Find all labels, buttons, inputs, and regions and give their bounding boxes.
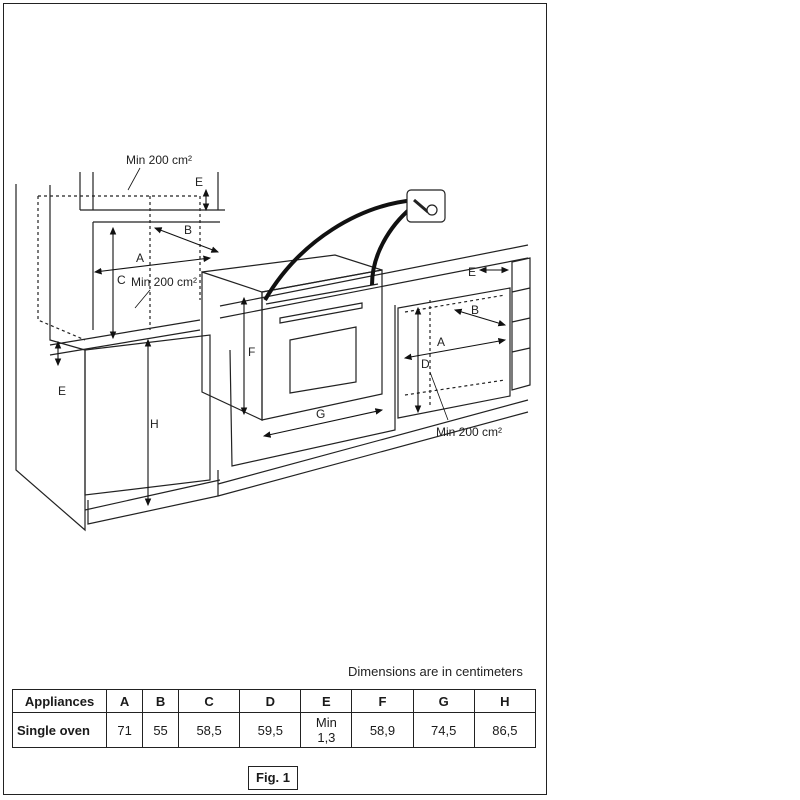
header-b: B (142, 689, 180, 713)
central-cabinet (229, 305, 396, 467)
left-upper-dashed (37, 195, 201, 341)
left-niche-box (92, 221, 220, 330)
right-niche (397, 287, 511, 419)
dim-arrow-g (262, 408, 384, 438)
screw-icon (406, 189, 446, 223)
label-f: F (248, 345, 255, 359)
left-cabinet-outline (15, 184, 86, 532)
header-h: H (473, 689, 537, 713)
lower-left-cabinet (84, 334, 221, 525)
table-header-row: Appliances A B C D E F G H (11, 689, 537, 713)
cell-e-line1: Min (315, 715, 337, 730)
right-niche-dashed (404, 294, 506, 408)
label-min-area-top: Min 200 cm² (126, 153, 192, 167)
cell-a: 71 (106, 712, 144, 748)
cell-d: 59,5 (239, 712, 302, 748)
page-frame (3, 3, 547, 795)
label-min-area-right: Min 200 cm² (436, 425, 502, 439)
label-a-left: A (136, 251, 144, 265)
label-e-right: E (468, 265, 476, 279)
header-d: D (239, 689, 302, 713)
left-upper-cabinet (79, 172, 225, 211)
label-min-area-mid: Min 200 cm² (131, 275, 197, 289)
cell-e-line2: 1,3 (317, 730, 336, 745)
oven-front (261, 269, 383, 421)
oven-door-handle (279, 302, 363, 324)
cell-g: 74,5 (412, 712, 475, 748)
label-b-left: B (184, 223, 192, 237)
label-a-right: A (437, 335, 445, 349)
right-drawers (511, 257, 531, 391)
countertop (49, 244, 529, 356)
baseboard (217, 399, 529, 497)
dimensions-table: Appliances A B C D E F G H Single oven 7… (11, 689, 537, 748)
dim-arrow-a-right (403, 337, 507, 361)
header-c: C (178, 689, 241, 713)
row-label: Single oven (11, 712, 108, 748)
header-g: G (412, 689, 475, 713)
cell-f: 58,9 (351, 712, 414, 748)
dim-arrow-b-right (453, 308, 507, 327)
header-f: F (351, 689, 414, 713)
header-e: E (300, 689, 353, 713)
label-g: G (316, 407, 325, 421)
oven-control-strip (265, 283, 379, 305)
dimensions-note: Dimensions are in centimeters (348, 664, 523, 679)
label-c: C (117, 273, 126, 287)
header-a: A (106, 689, 144, 713)
cell-c: 58,5 (178, 712, 241, 748)
figure-label: Fig. 1 (248, 766, 298, 790)
oven-window (289, 326, 357, 394)
label-h: H (150, 417, 159, 431)
label-e-left: E (58, 384, 66, 398)
table-row: Single oven 71 55 58,5 59,5 Min 1,3 58,9… (11, 712, 537, 748)
dim-arrow-a-left (93, 255, 212, 275)
header-appliances: Appliances (11, 689, 108, 713)
label-e-top: E (195, 175, 203, 189)
mount-cable-1 (263, 198, 416, 302)
dim-arrow-b-left (153, 227, 220, 253)
cell-b: 55 (142, 712, 180, 748)
label-d: D (421, 357, 430, 371)
label-b-right: B (471, 303, 479, 317)
cell-e: Min 1,3 (300, 712, 353, 748)
cell-h: 86,5 (473, 712, 537, 748)
